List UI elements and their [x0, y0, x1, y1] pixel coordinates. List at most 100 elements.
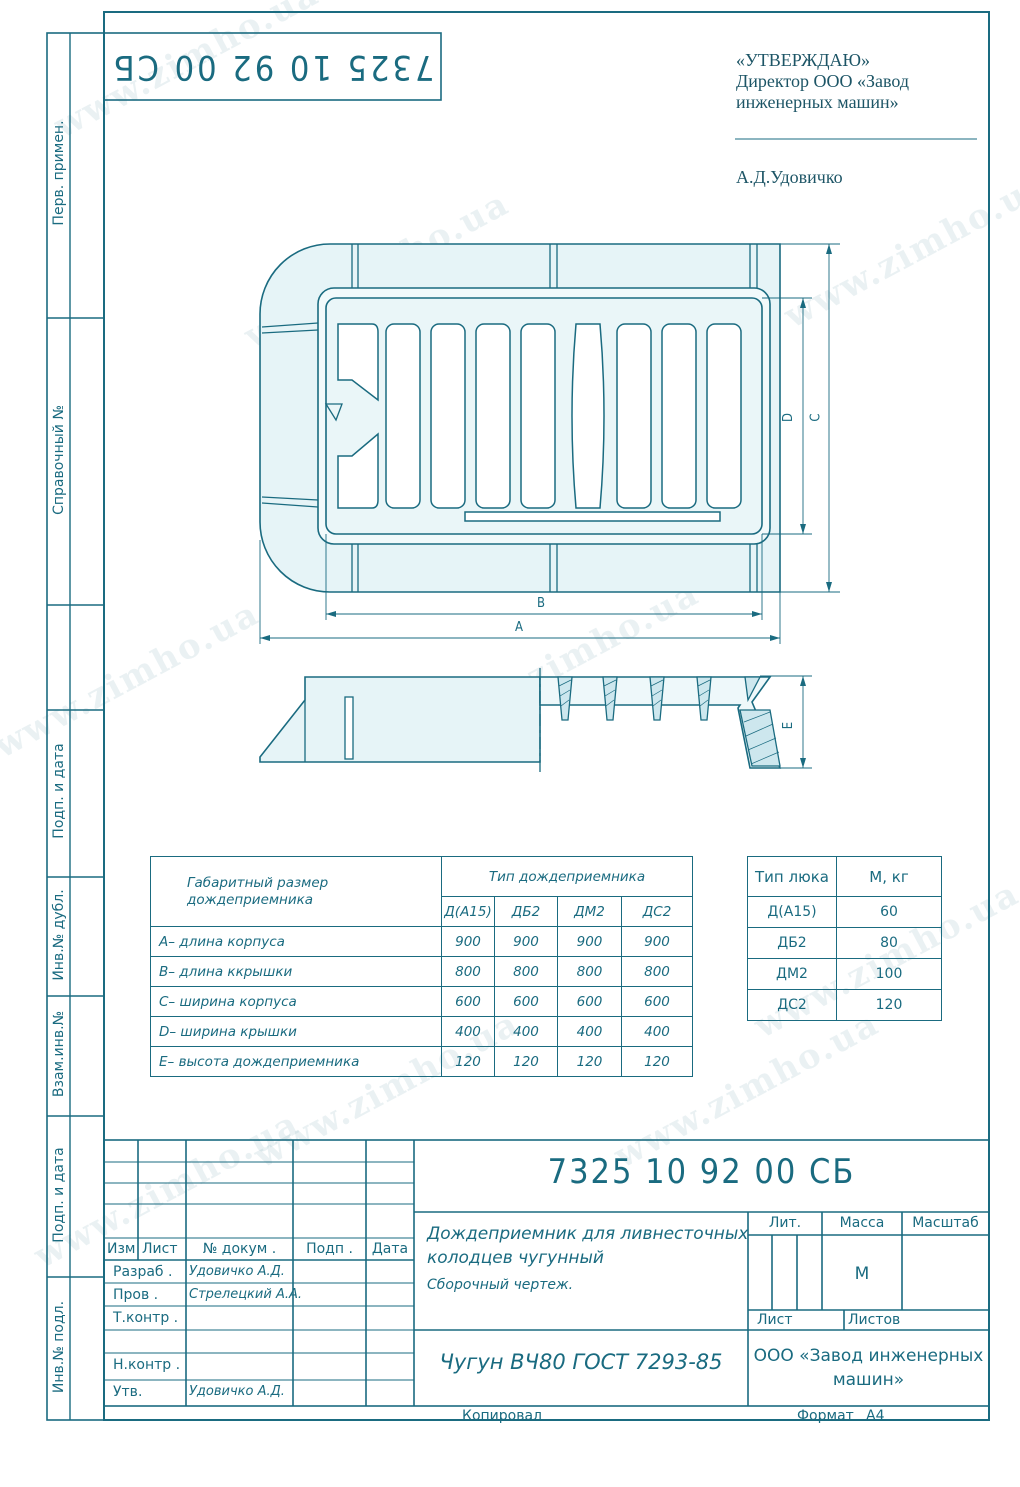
side-label-perv-primen: Перв. примен.: [51, 120, 67, 226]
cell-value: 800: [621, 956, 693, 987]
label-masshtab: Масштаб: [912, 1215, 979, 1231]
cell-value: 600: [621, 986, 693, 1017]
cell-value: 800: [494, 956, 558, 987]
label-utv: Утв.: [113, 1384, 143, 1400]
mass-type: ДБ2: [747, 927, 837, 959]
col-podp: Подп .: [306, 1241, 353, 1257]
row-label: C– ширина корпуса: [150, 986, 442, 1017]
dim-label-d: D: [781, 412, 797, 423]
mass-value: 120: [836, 989, 942, 1021]
mass-type: Д(А15): [747, 896, 837, 928]
cell-value: 400: [557, 1016, 622, 1047]
mass-header-mass: М, кг: [836, 856, 942, 897]
col-data: Дата: [371, 1241, 409, 1257]
table-row: ДМ2 100: [747, 958, 942, 990]
dims-type-header: ДС2: [621, 896, 693, 927]
row-label: A– длина корпуса: [150, 926, 442, 957]
approval-block: «УТВЕРЖДАЮ» Директор ООО «Завод инженерн…: [736, 50, 909, 113]
approval-position: Директор ООО «Завод: [736, 71, 910, 91]
label-prov: Пров .: [113, 1287, 159, 1303]
cell-value: 900: [621, 926, 693, 957]
dims-type-header: ДМ2: [557, 896, 622, 927]
label-nkontr: Н.контр .: [113, 1357, 181, 1373]
footer-format: Формат: [797, 1408, 854, 1424]
table-row: E– высота дождеприемника 120 120 120 120: [150, 1046, 693, 1077]
footer-format-value: А4: [866, 1408, 885, 1424]
col-izm: Изм: [107, 1241, 136, 1257]
approval-company: инженерных машин»: [736, 92, 899, 112]
mass-value-m: М: [854, 1264, 870, 1284]
mass-type: ДС2: [747, 989, 837, 1021]
row-label: E– высота дождеприемника: [150, 1046, 442, 1077]
table-row: C– ширина корпуса 600 600 600 600: [150, 986, 693, 1017]
dim-label-a: A: [515, 620, 523, 635]
dims-header-type: Тип дождеприемника: [441, 856, 693, 897]
cell-value: 120: [621, 1046, 693, 1077]
label-tkontr: Т.контр .: [113, 1310, 179, 1326]
prov-name: Стрелецкий А.А.: [189, 1287, 302, 1302]
cell-value: 900: [557, 926, 622, 957]
mass-header-type: Тип люка: [747, 856, 837, 897]
dim-label-e: E: [781, 721, 797, 730]
cell-value: 120: [494, 1046, 558, 1077]
cell-value: 400: [441, 1016, 495, 1047]
col-nodok: № докум .: [202, 1241, 277, 1257]
cell-value: 600: [441, 986, 495, 1017]
cell-value: 120: [441, 1046, 495, 1077]
table-row: ДБ2 80: [747, 927, 942, 959]
dim-label-c: C: [808, 413, 824, 422]
title-block-code: 7325 10 92 00 СБ: [547, 1152, 856, 1192]
approval-signer: А.Д.Удовичко: [736, 167, 843, 187]
cell-value: 800: [441, 956, 495, 987]
cell-value: 600: [494, 986, 558, 1017]
table-row: ДС2 120: [747, 989, 942, 1021]
sheet-frame: [103, 11, 990, 1421]
dimensions-table: Габаритный размер дождеприемника Тип дож…: [150, 856, 693, 1077]
title-block-name-2: колодцев чугунный: [427, 1248, 604, 1268]
title-block-frame: [103, 1139, 990, 1407]
mass-type: ДМ2: [747, 958, 837, 990]
cell-value: 600: [557, 986, 622, 1017]
cell-value: 900: [441, 926, 495, 957]
row-label: D– ширина крышки: [150, 1016, 442, 1047]
cell-value: 400: [494, 1016, 558, 1047]
left-strip: [46, 32, 105, 1421]
cell-value: 800: [557, 956, 622, 987]
dim-label-b: B: [537, 596, 546, 611]
mass-table: Тип люка М, кг Д(А15) 60 ДБ2 80 ДМ2 100 …: [747, 856, 942, 1021]
table-row: Д(А15) 60: [747, 896, 942, 928]
label-listov: Листов: [848, 1312, 901, 1328]
col-list: Лист: [142, 1241, 178, 1257]
cell-value: 120: [557, 1046, 622, 1077]
table-row: D– ширина крышки 400 400 400 400: [150, 1016, 693, 1047]
label-massa: Масса: [839, 1215, 885, 1231]
grate-top-view: [259, 243, 781, 593]
dims-type-header: Д(А15): [441, 896, 495, 927]
title-block-company-2: машин»: [832, 1370, 905, 1390]
side-label-spravochny: Справочный №: [51, 405, 67, 515]
side-label-inv-podl: Инв.№ подл.: [51, 1300, 67, 1394]
label-lit: Лит.: [768, 1215, 802, 1231]
approval-title: «УТВЕРЖДАЮ»: [736, 50, 871, 70]
table-row: A– длина корпуса 900 900 900 900: [150, 926, 693, 957]
title-block-doc-type: Сборочный чертеж.: [427, 1277, 574, 1293]
dims-type-header: ДБ2: [494, 896, 558, 927]
footer-kopiroval: Копировал: [462, 1408, 542, 1424]
drawing-canvas: [46, 11, 990, 1421]
utv-name: Удовичко А.Д.: [189, 1384, 285, 1399]
mass-value: 80: [836, 927, 942, 959]
doc-code-rotated: 7325 10 92 00 СБ: [110, 47, 435, 87]
mass-value: 60: [836, 896, 942, 928]
cell-value: 400: [621, 1016, 693, 1047]
dims-header-param: Габаритный размер дождеприемника: [150, 856, 442, 927]
label-list: Лист: [757, 1312, 793, 1328]
title-block-company-1: ООО «Завод инженерных: [753, 1346, 984, 1366]
mass-value: 100: [836, 958, 942, 990]
title-block-material: Чугун ВЧ80 ГОСТ 7293-85: [439, 1350, 723, 1374]
razrab-name: Удовичко А.Д.: [189, 1264, 285, 1279]
doc-code-box: [103, 32, 442, 101]
table-row: B– длина ккрышки 800 800 800 800: [150, 956, 693, 987]
row-label: B– длина ккрышки: [150, 956, 442, 987]
cell-value: 900: [494, 926, 558, 957]
title-block-name-1: Дождеприемник для ливнесточных: [427, 1224, 749, 1244]
